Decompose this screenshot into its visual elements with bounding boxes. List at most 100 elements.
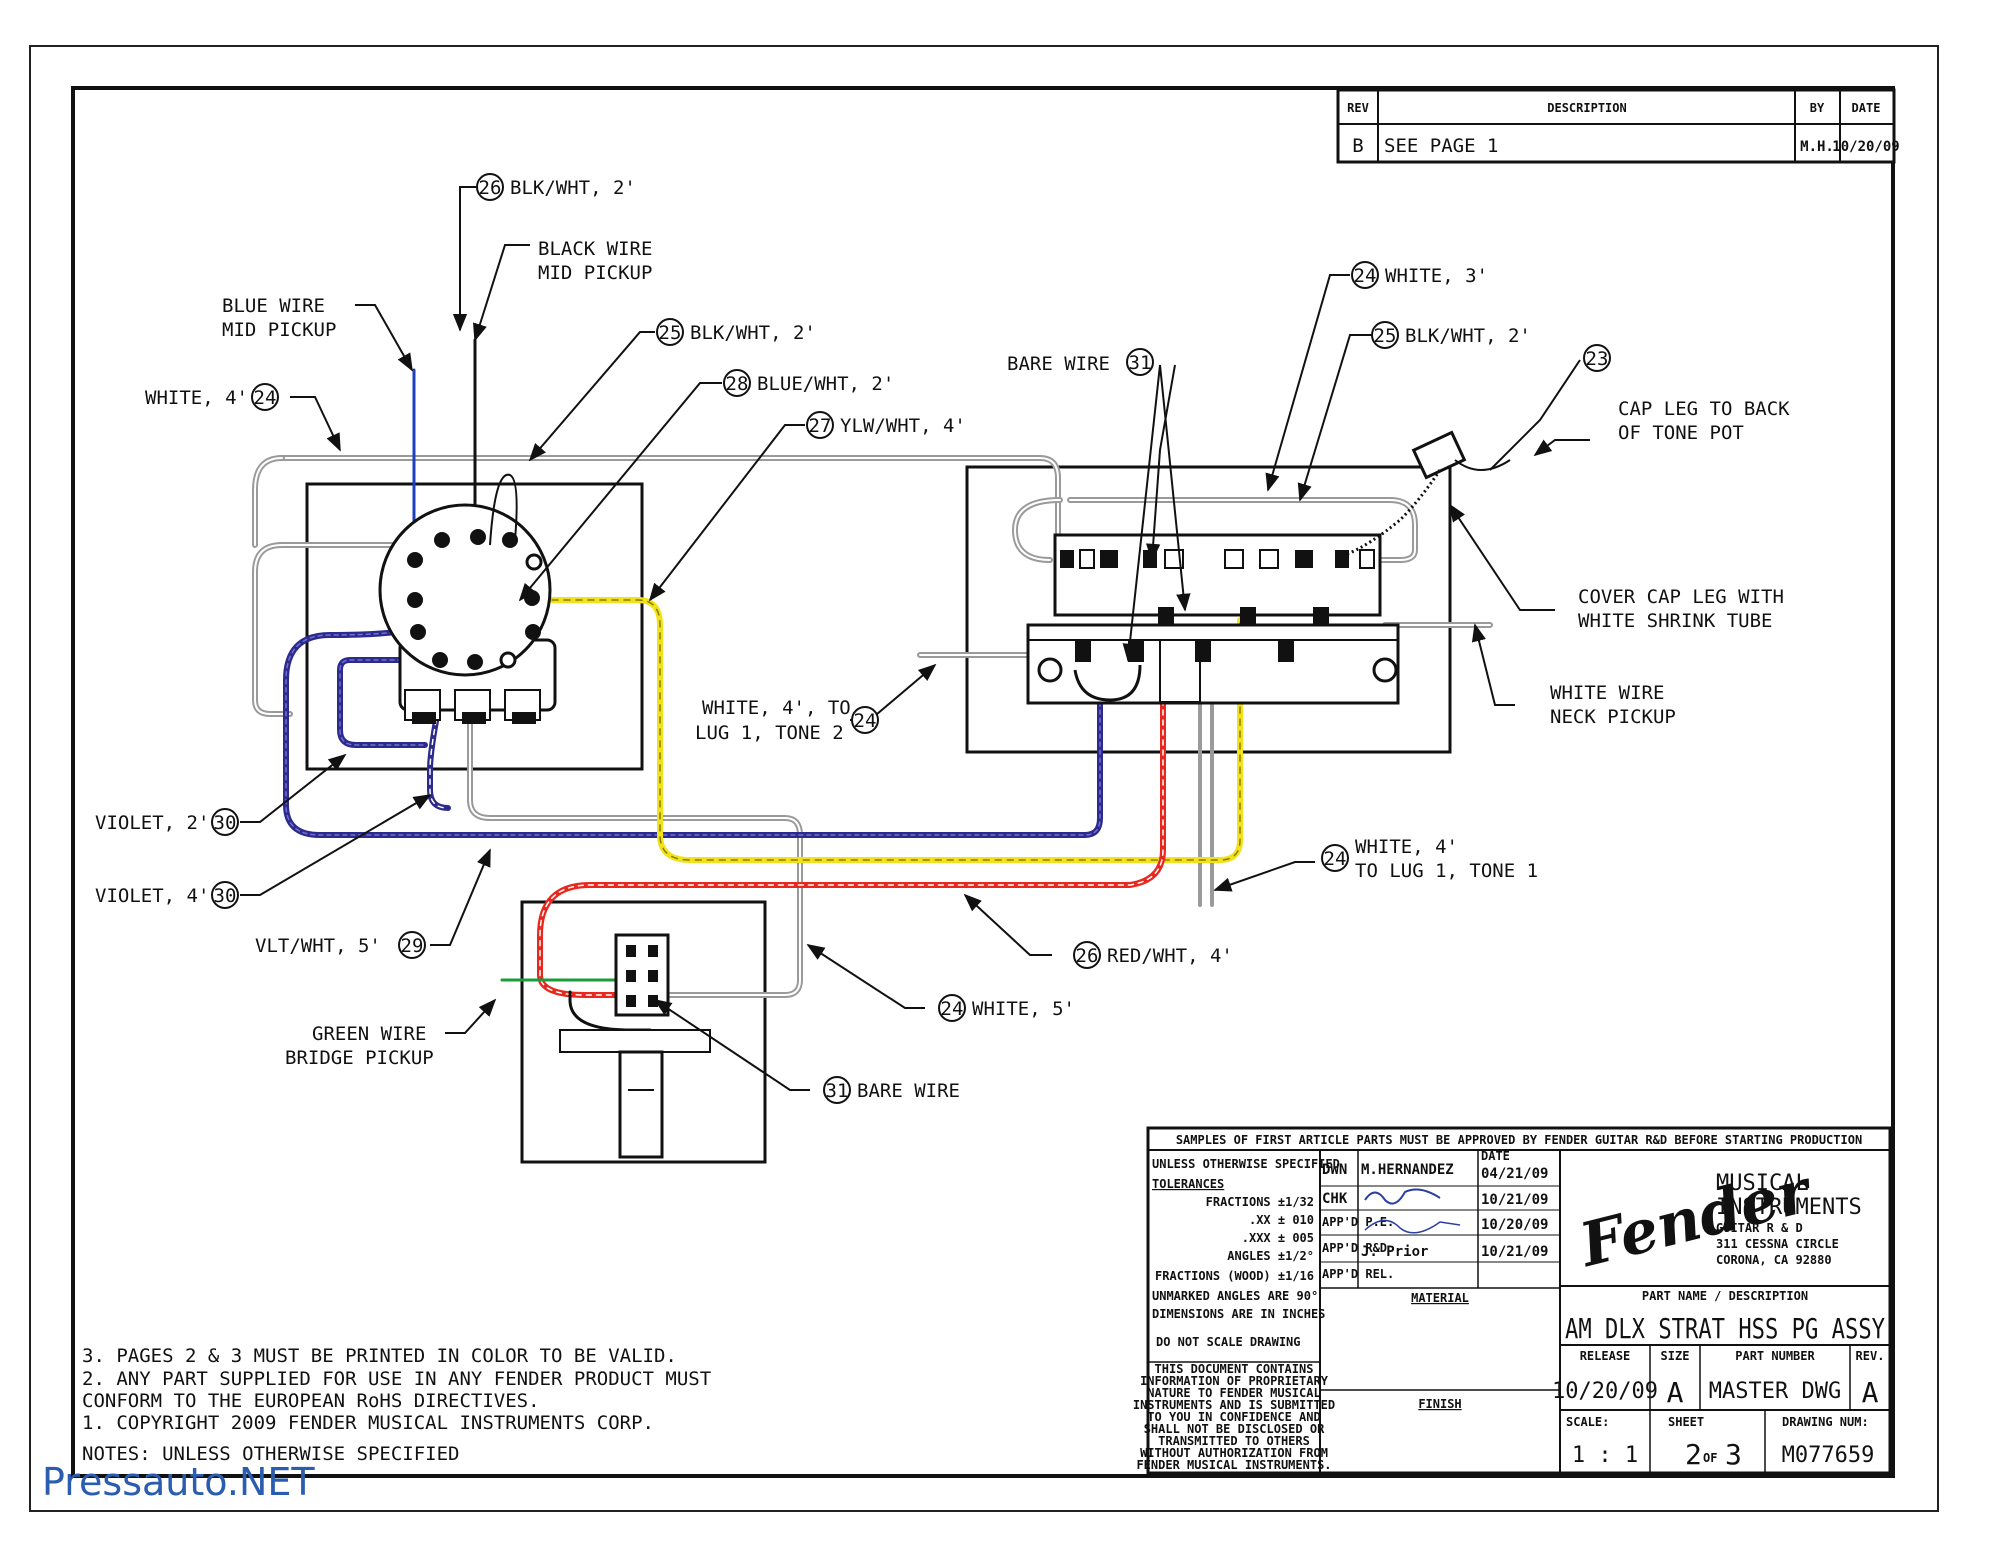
sheet-total: 3 [1725,1438,1742,1471]
leader-lines [240,186,1590,1091]
company-line-1: MUSICAL [1716,1171,1809,1196]
callout-number-badge [211,808,239,836]
sign-label-pe: APP'D P.E. [1322,1215,1394,1229]
callout-number-badge [1321,844,1349,872]
switch-panel [520,900,767,1164]
sheet-of: OF [1703,1451,1717,1465]
callout-number: 24 [854,710,877,732]
sign-label-dwn: DWN [1322,1162,1347,1178]
callout-number-badge [1371,321,1399,349]
title-block: SAMPLES OF FIRST ARTICLE PARTS MUST BE A… [1133,1126,1892,1475]
part-number-label: PART NUMBER [1735,1349,1815,1363]
callout-number-badge [851,706,879,734]
callout-label: BLUE/WHT, 2' [757,373,894,395]
callout-number: 31 [826,1080,849,1102]
tolerance-line: UNLESS OTHERWISE SPECIFIED [1152,1157,1340,1171]
note-2: 2. ANY PART SUPPLIED FOR USE IN ANY FEND… [82,1368,711,1390]
sign-label-rel: APP'D REL. [1322,1267,1394,1281]
callout-number: 25 [659,322,682,344]
callout-label: WHITE WIRE [1550,682,1664,704]
size-value: A [1667,1376,1684,1409]
description-header: DESCRIPTION [1547,101,1626,115]
callout-number: 31 [1129,352,1152,374]
callout-number: 29 [401,935,424,957]
callout-label: YLW/WHT, 4' [840,415,966,437]
bridge-pickup-switch [559,933,711,1159]
callout-label: WHITE, 4' [145,387,248,409]
notes-block: 3. PAGES 2 & 3 MUST BE PRINTED IN COLOR … [82,1345,711,1465]
callout-label: BLACK WIRE [538,238,652,260]
control-panel-right [965,465,1452,754]
callout-number: 24 [1354,265,1377,287]
tolerance-line: TOLERANCES [1152,1177,1224,1191]
callout-label: BLK/WHT, 2' [690,322,816,344]
callout-label: WHITE, 4', TO [702,697,851,719]
note-2-cont: CONFORM TO THE EUROPEAN RoHS DIRECTIVES. [82,1390,540,1412]
tolerance-line: ANGLES ±1/2° [1227,1249,1314,1263]
pe-date: 10/20/09 [1481,1217,1548,1233]
callout-label: BLK/WHT, 2' [510,177,636,199]
checker-signature [1364,1188,1441,1205]
callout-number-badge [1351,261,1379,289]
material-label: MATERIAL [1411,1291,1469,1305]
drawing-border [71,86,1895,1478]
selector-switch-assembly [378,473,557,724]
scale-label: SCALE: [1566,1415,1609,1429]
callouts: 26 BLK/WHT, 2' BLACK WIRE MID PICKUP BLU… [95,173,1790,1104]
outer-border [29,45,1939,1512]
note-3: 3. PAGES 2 & 3 MUST BE PRINTED IN COLOR … [82,1345,677,1367]
part-number: MASTER DWG [1709,1379,1841,1404]
date-value: 10/20/09 [1832,139,1899,155]
callout-label: BARE WIRE [1007,353,1110,375]
company-line-2: INSTRUMENTS [1716,1195,1862,1220]
part-name: AM DLX STRAT HSS PG ASSY [1565,1312,1885,1345]
address-line-1: GUITAR R & D [1716,1221,1803,1235]
drawing-num-label: DRAWING NUM: [1782,1415,1869,1429]
revision-block: REV DESCRIPTION BY DATE B SEE PAGE 1 M.H… [1336,88,1900,164]
address-line-3: CORONA, CA 92880 [1716,1253,1832,1267]
part-name-label: PART NAME / DESCRIPTION [1642,1289,1808,1303]
callout-number-badge [1126,348,1154,376]
rev-label: REV. [1856,1349,1885,1363]
callout-number-badge [1073,941,1101,969]
approval-banner: SAMPLES OF FIRST ARTICLE PARTS MUST BE A… [1176,1133,1862,1147]
proprietary-line: WITHOUT AUTHORIZATION FROM [1140,1446,1328,1460]
tolerance-line: DIMENSIONS ARE IN INCHES [1152,1307,1325,1321]
rd-approver: J. Prior [1361,1244,1428,1260]
sheet-number: 2 [1685,1438,1702,1471]
checked-date: 10/21/09 [1481,1192,1548,1208]
proprietary-line: TRANSMITTED TO OTHERS [1158,1434,1310,1448]
proprietary-line: INSTRUMENTS AND IS SUBMITTED [1133,1398,1335,1412]
tolerance-line: .XXX ± 005 [1242,1231,1314,1245]
callout-number: 30 [214,885,237,907]
callout-label: COVER CAP LEG WITH [1578,586,1784,608]
callout-number: 26 [1076,945,1099,967]
callout-number-badge [476,173,504,201]
date-label: DATE [1481,1149,1510,1163]
callout-label: MID PICKUP [222,319,336,341]
callout-label: VIOLET, 4' [95,885,209,907]
drawn-date: 04/21/09 [1481,1166,1548,1182]
callout-number: 24 [1324,848,1347,870]
tolerance-line: DO NOT SCALE DRAWING [1156,1335,1301,1349]
callout-label: MID PICKUP [538,262,652,284]
pe-signature [1364,1219,1461,1234]
sheet-label: SHEET [1668,1415,1704,1429]
callout-number-badge [251,383,279,411]
callout-number-badge [806,411,834,439]
scale-value: 1 : 1 [1572,1443,1638,1468]
proprietary-line: FENDER MUSICAL INSTRUMENTS. [1136,1458,1331,1472]
tolerance-line: FRACTIONS ±1/32 [1206,1195,1314,1209]
callout-label: WHITE, 4' [1355,836,1458,858]
callout-number-badge [1583,344,1611,372]
rd-date: 10/21/09 [1481,1244,1548,1260]
proprietary-line: TO YOU IN CONFIDENCE AND [1147,1410,1320,1424]
drawing-number: M077659 [1782,1443,1875,1468]
release-label: RELEASE [1580,1349,1631,1363]
callout-label: CAP LEG TO BACK [1618,398,1790,420]
tolerance-line: UNMARKED ANGLES ARE 90° [1152,1289,1318,1303]
rev-header: REV [1347,101,1369,115]
callout-number: 25 [1374,325,1397,347]
callout-number: 24 [254,387,277,409]
callout-label: BLK/WHT, 2' [1405,325,1531,347]
